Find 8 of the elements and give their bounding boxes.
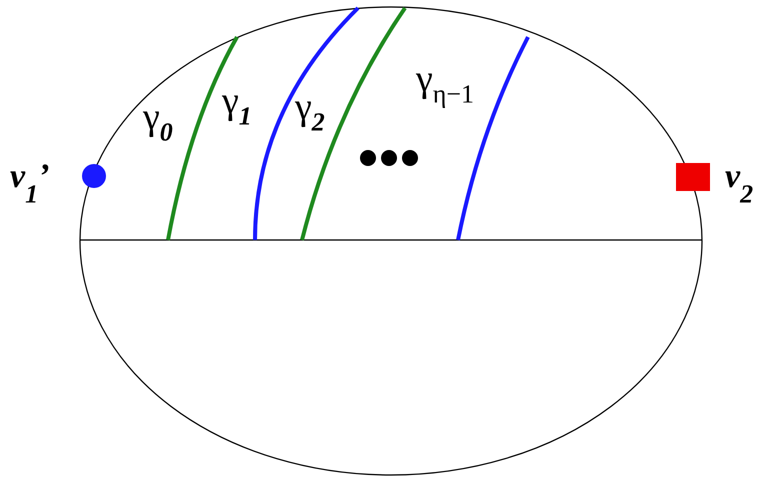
curve-label: γ$_{0}$	[143, 98, 173, 146]
vertex-label: v$_{2}$	[725, 160, 754, 208]
curve-label: γ$_{2}$	[295, 88, 325, 136]
curve-label: γ$_{1}$	[222, 82, 252, 130]
curve-label: γ$_{η−1}$	[416, 60, 474, 108]
vertex-label: v$_{1}$’	[10, 160, 50, 208]
vertex-square	[676, 163, 710, 191]
vertex-dot	[82, 164, 106, 188]
